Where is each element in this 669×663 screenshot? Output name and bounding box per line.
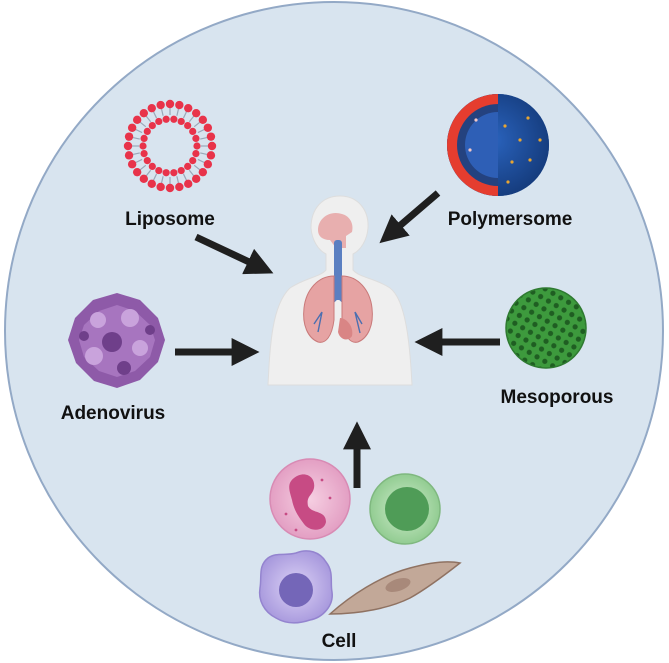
macrophage-icon [258,550,333,624]
lymphocyte-icon [369,473,441,545]
polymersome-icon [447,94,549,196]
fibroblast-icon [328,561,462,615]
polymersome-label: Polymersome [448,209,573,230]
liposome-label: Liposome [125,209,215,230]
mesoporous-icon [505,287,587,369]
neutrophil-icon [269,458,351,540]
adenovirus-icon [68,293,165,388]
cell-label: Cell [322,631,357,652]
arrow-liposome [194,233,274,275]
human-lungs-icon [267,195,413,386]
arrow-polymersome [379,190,441,244]
mesoporous-label: Mesoporous [501,387,614,408]
liposome-icon [123,99,217,193]
adenovirus-label: Adenovirus [61,403,166,424]
arrows [175,190,500,488]
